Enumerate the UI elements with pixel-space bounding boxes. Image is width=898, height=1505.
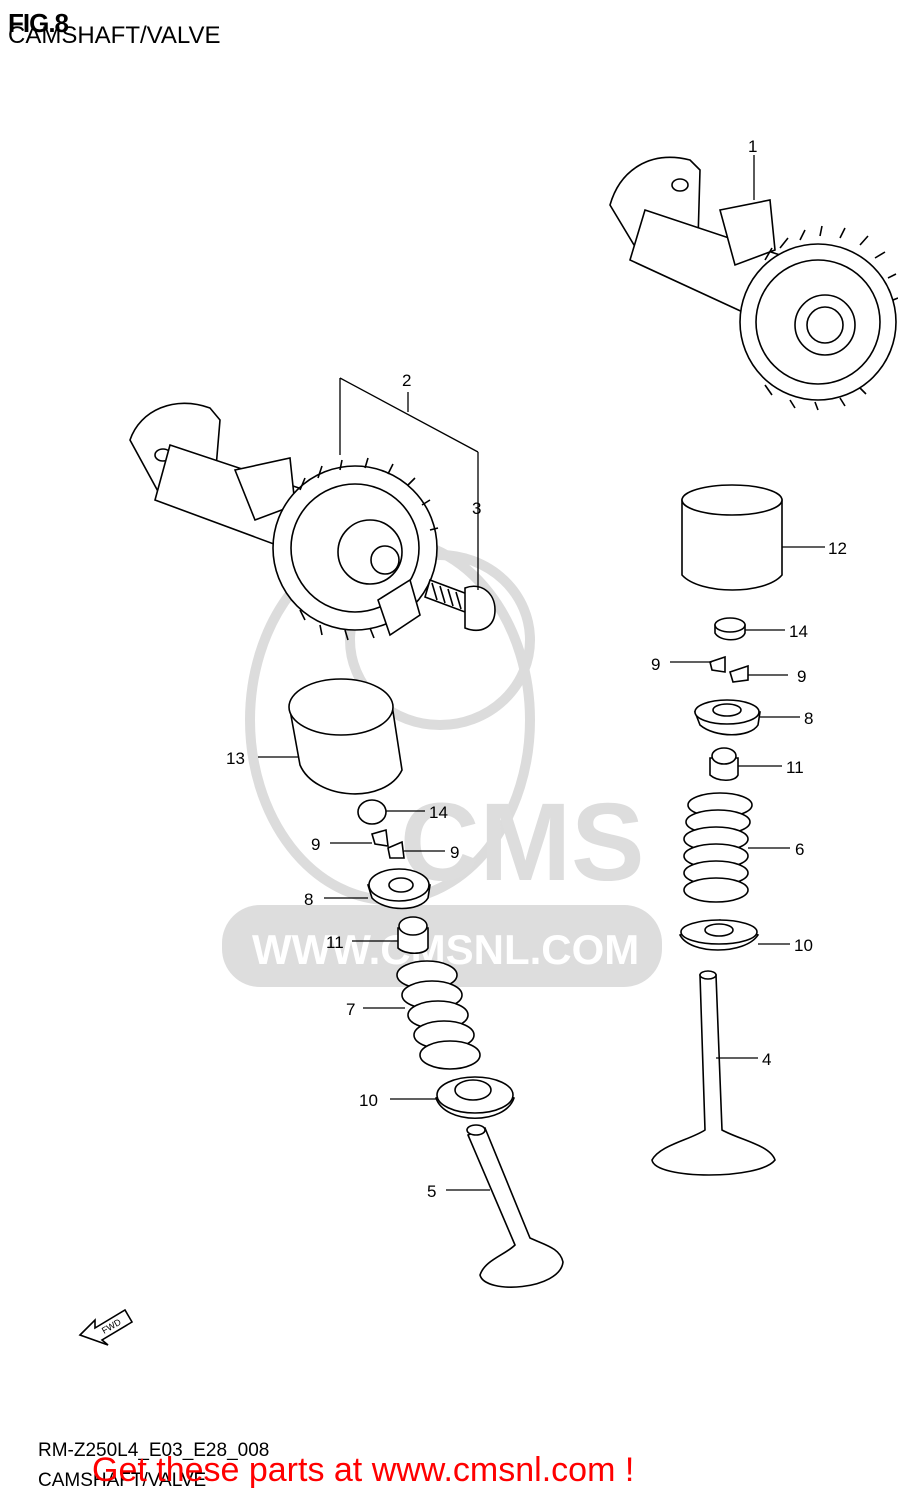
callout-7: 7 bbox=[346, 1000, 355, 1019]
callout-labels: 1 2 3 12 14 9 9 8 11 6 10 4 13 14 9 9 8 … bbox=[226, 137, 847, 1201]
watermark-brand: CMS bbox=[400, 781, 644, 904]
callout-2: 2 bbox=[402, 371, 411, 390]
footer-subtitle: CAMSHAFT/VALVE bbox=[38, 1470, 207, 1491]
cotter-9-right bbox=[709, 655, 749, 683]
callout-6: 6 bbox=[795, 840, 804, 859]
shim-14-right bbox=[714, 617, 746, 641]
callout-5: 5 bbox=[427, 1182, 436, 1201]
callout-10-left: 10 bbox=[359, 1091, 378, 1110]
seal-11-right bbox=[709, 747, 739, 782]
callout-1: 1 bbox=[748, 137, 757, 156]
callout-8-right: 8 bbox=[804, 709, 813, 728]
retainer-8-right bbox=[693, 699, 761, 736]
callout-14-left: 14 bbox=[429, 803, 448, 822]
bolt-3 bbox=[424, 578, 496, 632]
figure-number: FIG.8 bbox=[8, 8, 69, 38]
fwd-arrow-icon bbox=[78, 1308, 134, 1346]
diagram-subtitle: CAMSHAFT/VALVE bbox=[8, 22, 221, 49]
seal-11-left bbox=[397, 916, 429, 955]
callout-11-right: 11 bbox=[786, 758, 804, 777]
spring-7 bbox=[396, 960, 481, 1070]
callout-10-right: 10 bbox=[794, 936, 813, 955]
callout-4: 4 bbox=[762, 1050, 771, 1069]
callout-9-right-b: 9 bbox=[797, 667, 806, 686]
promo-link[interactable]: Get these parts at www.cmsnl.com ! bbox=[92, 1451, 635, 1489]
spring-6 bbox=[683, 792, 753, 903]
callout-12: 12 bbox=[828, 539, 847, 558]
cms-watermark: CMS WWW.CMSNL.COM bbox=[222, 535, 662, 987]
callout-14-right: 14 bbox=[789, 622, 808, 641]
camshaft-2 bbox=[129, 402, 439, 641]
diagram-code: RM-Z250L4_E03_E28_008 bbox=[38, 1440, 270, 1461]
valve-4 bbox=[651, 970, 776, 1176]
shim-14-left bbox=[357, 799, 387, 825]
callout-9-left-b: 9 bbox=[450, 843, 459, 862]
camshaft-1 bbox=[609, 156, 898, 411]
callout-9-right-a: 9 bbox=[651, 655, 660, 674]
callout-9-left-a: 9 bbox=[311, 835, 320, 854]
callout-13: 13 bbox=[226, 749, 245, 768]
cotter-9-left bbox=[371, 828, 405, 859]
retainer-8-left bbox=[366, 868, 431, 910]
spring-seat-10-left bbox=[435, 1076, 515, 1119]
callout-11-left: 11 bbox=[326, 933, 344, 952]
callout-8-left: 8 bbox=[304, 890, 313, 909]
callout-3: 3 bbox=[472, 499, 481, 518]
spring-seat-10-right bbox=[678, 919, 760, 951]
valve-5 bbox=[466, 1124, 564, 1288]
leader-lines bbox=[258, 155, 825, 1191]
tappet-13 bbox=[288, 678, 403, 795]
tappet-12 bbox=[681, 484, 783, 591]
